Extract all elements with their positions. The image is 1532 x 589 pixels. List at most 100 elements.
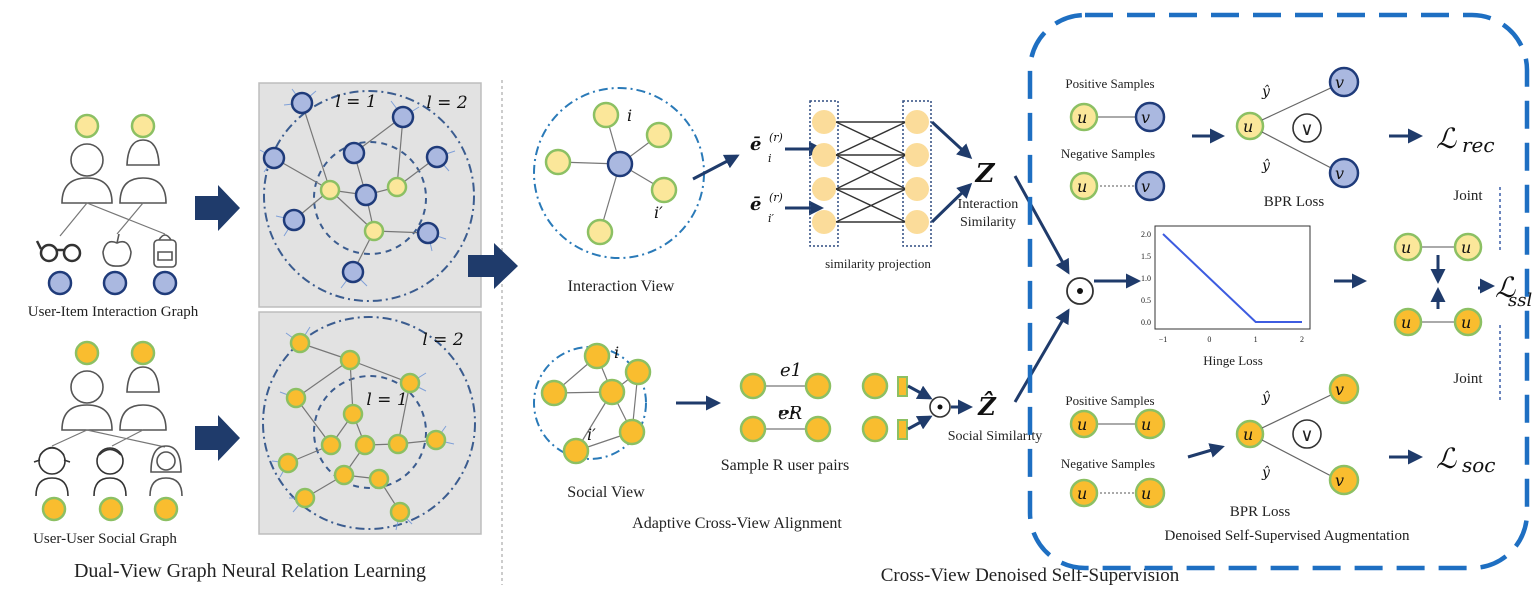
svg-text:v: v (1335, 73, 1344, 92)
layer-1-label: l = 1 (366, 390, 407, 410)
social-view-label: Social View (567, 484, 645, 501)
svg-text:∨: ∨ (1300, 119, 1313, 139)
node-i-label: i (627, 106, 632, 125)
svg-text:v: v (1141, 108, 1150, 127)
arrow-right-icon (195, 185, 240, 231)
svg-text:Negative Samples: Negative Samples (1061, 146, 1155, 161)
svg-text:u: u (1141, 415, 1151, 434)
user-user-graph: User-User Social Graph (33, 340, 183, 547)
user-icon (61, 370, 113, 431)
arrow-right-icon (195, 415, 240, 461)
e1-label: e1 (780, 360, 802, 381)
svg-text:u: u (1077, 484, 1087, 503)
svg-text:i′: i′ (768, 212, 775, 225)
loss-rec: ℒ (1436, 122, 1457, 155)
user-user-graph-label: User-User Social Graph (33, 531, 177, 547)
user-icon (61, 143, 113, 204)
interaction-similarity-label: Interaction (958, 197, 1019, 212)
svg-text:u: u (1243, 117, 1253, 136)
svg-text:(r): (r) (769, 191, 783, 204)
user-icon (119, 366, 167, 431)
svg-text:u: u (1401, 238, 1411, 257)
sampled-pairs: e1 ... eR Sample R user pairs (721, 360, 908, 474)
right-caption: Cross-View Denoised Self-Supervision (881, 565, 1180, 586)
z-hat-symbol: Ẑ (977, 391, 997, 421)
loss-soc: ℒ (1436, 442, 1457, 475)
svg-text:u: u (1401, 313, 1411, 332)
svg-text:u: u (1461, 313, 1471, 332)
loss-ssl: ℒ (1495, 271, 1516, 304)
rec-branch: Positive Samples u v Negative Samples u … (1061, 66, 1360, 210)
soc-branch: Positive Samples u u Negative Samples u … (1061, 373, 1410, 544)
acva-label: Adaptive Cross-View Alignment (632, 515, 842, 532)
svg-text:u: u (1141, 484, 1151, 503)
svg-text:Positive Samples: Positive Samples (1065, 76, 1154, 91)
social-view: i i′ Social View (533, 342, 652, 501)
backpack-icon (153, 234, 177, 268)
layer-1-label: l = 1 (335, 92, 376, 112)
interaction-similarity-label-2: Similarity (960, 215, 1016, 230)
svg-text:BPR Loss: BPR Loss (1230, 504, 1291, 520)
svg-text:soc: soc (1462, 453, 1496, 477)
svg-text:BPR Loss: BPR Loss (1264, 194, 1325, 210)
left-caption: Dual-View Graph Neural Relation Learning (74, 560, 426, 582)
ellipsis: ... (778, 394, 796, 420)
eR-label: eR (778, 403, 802, 424)
svg-text:∨: ∨ (1300, 425, 1313, 445)
svg-text:u: u (1461, 238, 1471, 257)
hinge-x-tick: 2 (1300, 335, 1304, 344)
hinge-y-tick: 2.0 (1141, 230, 1151, 239)
node-i-label: i (614, 343, 619, 362)
user-item-graph-label: User-Item Interaction Graph (28, 304, 199, 320)
user-icon (119, 139, 167, 204)
svg-text:i: i (768, 152, 772, 165)
woman-icon (149, 445, 183, 497)
hinge-x-tick: 0 (1207, 335, 1211, 344)
gnn-interaction-box: l = 1 l = 2 (258, 82, 482, 308)
boy-icon (93, 447, 127, 497)
joint-label: Joint (1453, 371, 1483, 387)
layer-2-label: l = 2 (426, 93, 467, 113)
girl-icon (33, 446, 71, 497)
hinge-y-tick: 1.0 (1141, 274, 1151, 283)
interaction-view: i i′ Interaction View (533, 87, 705, 295)
interaction-view-label: Interaction View (568, 278, 675, 295)
social-similarity-label: Social Similarity (948, 429, 1043, 444)
svg-text:u: u (1077, 108, 1087, 127)
node-i-prime-label: i′ (654, 203, 663, 222)
svg-text:v: v (1141, 177, 1150, 196)
similarity-projection-label: similarity projection (825, 256, 931, 271)
z-symbol: Z (975, 159, 996, 189)
svg-text:ē: ē (750, 134, 761, 155)
svg-text:u: u (1077, 177, 1087, 196)
similarity-projection: ē (r) i ē (r) i′ similarity projection (750, 100, 932, 271)
hinge-y-tick: 0.0 (1141, 318, 1151, 327)
hinge-y-tick: 0.5 (1141, 296, 1151, 305)
user-item-graph: User-Item Interaction Graph (28, 113, 199, 320)
node-i-prime-label: i′ (587, 425, 596, 444)
svg-text:Positive Samples: Positive Samples (1065, 393, 1154, 408)
joint-label: Joint (1453, 188, 1483, 204)
apple-icon (102, 233, 132, 267)
arrow-right-icon (468, 243, 518, 289)
svg-text:v: v (1335, 164, 1344, 183)
svg-text:ŷ: ŷ (1261, 157, 1271, 174)
svg-text:ssl: ssl (1508, 290, 1532, 311)
svg-text:ŷ: ŷ (1261, 464, 1271, 481)
svg-text:v: v (1335, 471, 1344, 490)
hinge-x-tick: −1 (1159, 335, 1168, 344)
dssa-label: Denoised Self-Supervised Augmentation (1165, 528, 1410, 544)
ssl-branch: u u u u (1393, 232, 1483, 337)
svg-text:u: u (1077, 415, 1087, 434)
dssa-dashed-box (1027, 12, 1530, 571)
glasses-icon (35, 240, 82, 263)
svg-text:(r): (r) (769, 131, 783, 144)
gnn-social-box: l = 2 l = 1 (258, 311, 482, 535)
svg-text:ŷ: ŷ (1261, 389, 1271, 406)
hinge-y-tick: 1.5 (1141, 252, 1151, 261)
svg-text:rec: rec (1462, 133, 1495, 157)
layer-2-label: l = 2 (422, 330, 463, 350)
svg-text:u: u (1243, 425, 1253, 444)
